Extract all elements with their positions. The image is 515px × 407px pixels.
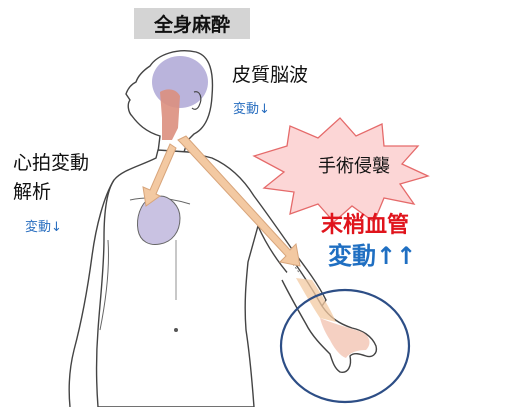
surgical-stress-label: 手術侵襲	[318, 158, 390, 176]
label-hrv-line2: 解析	[13, 183, 51, 202]
label-cortical-eeg: 皮質脳波	[232, 66, 308, 85]
peripheral-vessel-change: 変動↑↑	[328, 244, 416, 268]
heart-region	[138, 196, 181, 244]
hrv-change: 変動↓	[25, 221, 62, 234]
title-general-anesthesia: 全身麻酔	[134, 8, 250, 39]
label-hrv-line1: 心拍変動	[13, 154, 89, 173]
peripheral-vessel-label: 末梢血管	[321, 215, 409, 237]
brain-region	[152, 56, 208, 108]
navel	[174, 328, 178, 332]
cortical-eeg-change: 変動↓	[233, 103, 270, 116]
